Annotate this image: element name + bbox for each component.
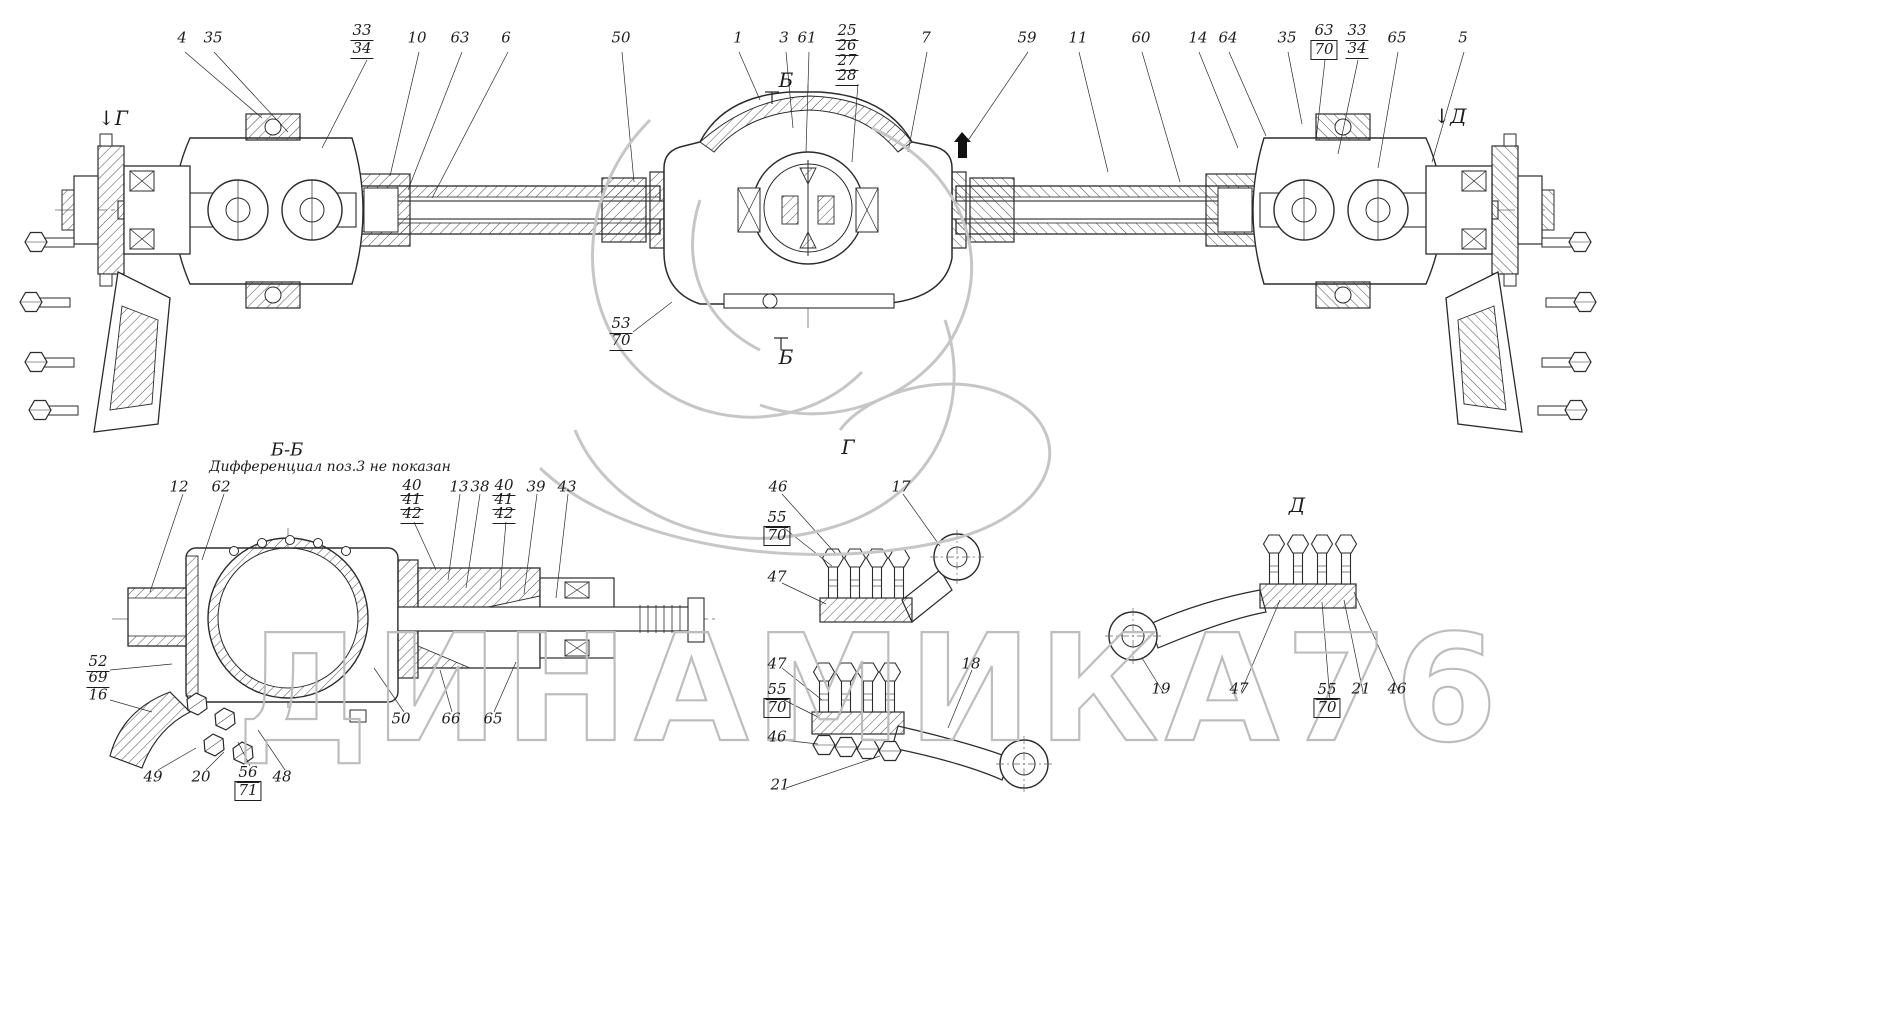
main-assembly — [20, 91, 1596, 432]
lever-group-upper — [819, 530, 984, 623]
watermark: ДИНАМИКА76 — [236, 118, 1504, 776]
section-bb-subtitle: Дифференциал поз.3 не показан — [209, 459, 451, 475]
steering-arm — [109, 689, 367, 769]
watermark-swirl-logo — [538, 118, 1052, 556]
section-view-bb — [109, 535, 705, 769]
watermark-text: ДИНАМИКА76 — [237, 603, 1504, 775]
breather-valve — [954, 132, 971, 158]
leader-lines — [109, 51, 1465, 789]
left-axle-half — [20, 114, 664, 432]
lever-group-lower — [811, 662, 1052, 792]
lever-group-d — [1105, 534, 1358, 664]
differential-housing — [663, 91, 971, 350]
right-axle-half — [952, 114, 1596, 432]
section-bb-title: Б-Б — [270, 439, 304, 461]
